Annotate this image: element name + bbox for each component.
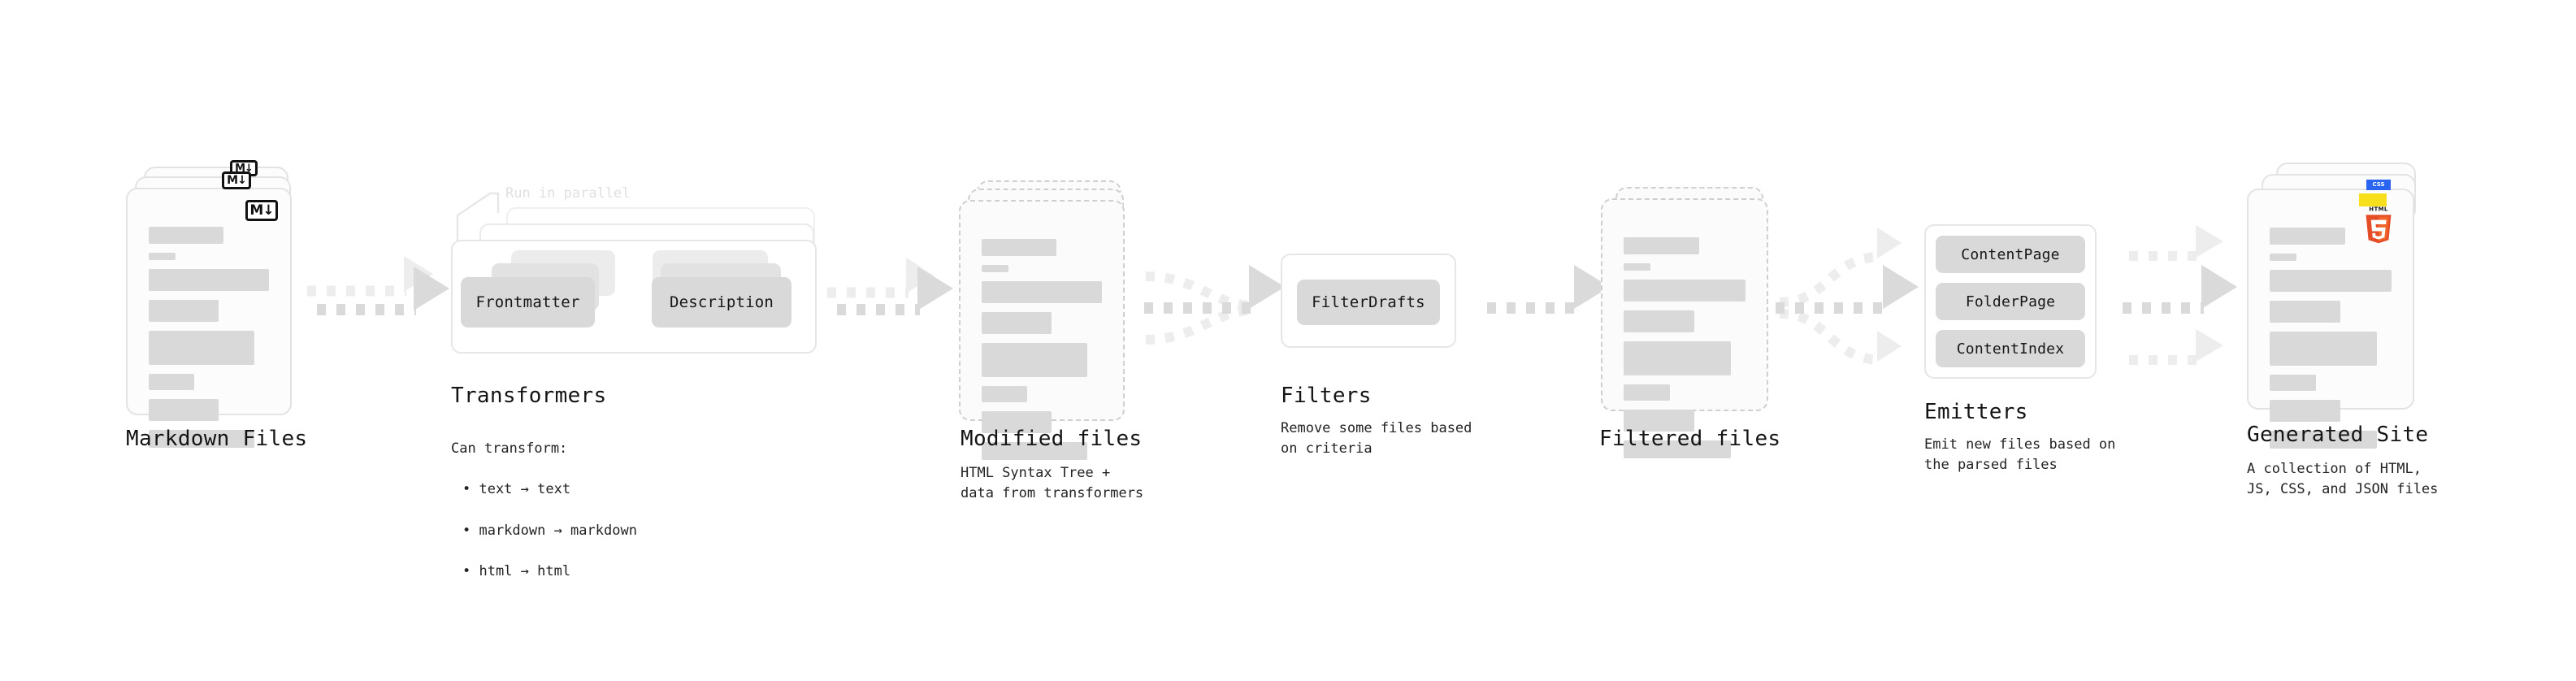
transformers-bullet: • markdown → markdown: [462, 522, 637, 539]
content-bar: [982, 386, 1028, 402]
content-bar: [149, 374, 195, 390]
modified-card-content: [982, 239, 1102, 469]
arrow-markdown-to-transformers: [307, 256, 449, 315]
stage-markdown-files: M↓ M↓ M↓: [126, 160, 301, 448]
content-bar: [2270, 270, 2392, 292]
content-bar: [2270, 254, 2296, 261]
caption-emitters: Emitters: [1924, 400, 2028, 424]
content-bar: [982, 312, 1052, 334]
html5-badge-svg: HTML: [2366, 206, 2392, 244]
css-badge-label: CSS: [2372, 181, 2385, 188]
caption-transformers: Transformers: [451, 384, 607, 408]
filter-pill-filterdrafts[interactable]: FilterDrafts: [1297, 280, 1440, 325]
css-badge: CSS: [2366, 180, 2391, 190]
transformer-pill-description[interactable]: Description: [652, 277, 791, 327]
annotation-run-in-parallel: Run in parallel: [505, 185, 631, 202]
transformers-sub-line: Can transform:: [451, 440, 568, 458]
content-bar: [1624, 310, 1694, 332]
markdown-badge-label: M↓: [235, 162, 254, 175]
markdown-badge-label: M↓: [227, 174, 247, 187]
content-bar: [2270, 228, 2345, 245]
caption-markdown-files: Markdown Files: [126, 427, 308, 451]
stage-filtered-files: [1601, 187, 1776, 458]
stage-generated-site: CSS HTML: [2247, 163, 2422, 449]
content-bar: [2270, 301, 2340, 323]
emitter-pill-contentindex[interactable]: ContentIndex: [1936, 330, 2085, 367]
transformer-pill-description-label: Description: [669, 293, 774, 311]
content-bar: [149, 300, 219, 322]
content-bar: [982, 343, 1088, 377]
transformers-bullet: • html → html: [462, 563, 571, 580]
modified-card-front[interactable]: [959, 200, 1125, 460]
filtered-card-content: [1624, 237, 1746, 467]
stage-modified-files: [959, 180, 1134, 460]
site-card-front[interactable]: [2247, 189, 2414, 449]
content-bar: [1624, 410, 1694, 432]
markdown-badge: M↓: [245, 200, 278, 221]
content-bar: [149, 269, 269, 291]
transformer-pill-frontmatter[interactable]: Frontmatter: [461, 277, 595, 327]
arrow-transformers-to-modified: [827, 258, 953, 315]
emitter-pill-folderpage[interactable]: FolderPage: [1936, 283, 2085, 320]
arrow-filtered-to-emitters: [1776, 228, 1919, 365]
subtitle-emitters: Emit new files based on the parsed files: [1924, 436, 2116, 474]
arrow-filters-to-filtered: [1487, 265, 1610, 314]
content-bar: [2270, 375, 2316, 391]
content-bar: [1624, 341, 1731, 375]
content-bar: [1624, 440, 1731, 458]
site-card-content: [2270, 228, 2392, 458]
content-bar: [2270, 332, 2377, 366]
subtitle-modified-files: HTML Syntax Tree + data from transformer…: [961, 465, 1144, 502]
content-bar: [149, 253, 176, 260]
transformer-pill-frontmatter-label: Frontmatter: [475, 293, 580, 311]
emitter-pill-contentpage[interactable]: ContentPage: [1936, 236, 2085, 273]
arrow-modified-to-filters: [1144, 265, 1285, 345]
transformers-bullet: • text → text: [462, 481, 571, 498]
svg-text:HTML: HTML: [2369, 206, 2388, 213]
content-bar: [1624, 280, 1746, 301]
content-bar: [982, 442, 1088, 460]
emitter-pill-contentpage-label: ContentPage: [1961, 245, 2060, 263]
content-bar: [2270, 400, 2340, 422]
content-bar: [1624, 237, 1699, 254]
content-bar: [2270, 431, 2377, 449]
content-bar: [149, 399, 219, 421]
content-bar: [1624, 384, 1670, 401]
js-badge: [2359, 193, 2387, 206]
arrow-emitters-to-site: [2123, 225, 2237, 365]
content-bar: [982, 265, 1008, 272]
filtered-card-front[interactable]: [1601, 198, 1768, 458]
subtitle-generated-site: A collection of HTML, JS, CSS, and JSON …: [2247, 461, 2439, 498]
content-bar: [982, 411, 1052, 433]
filter-pill-filterdrafts-label: FilterDrafts: [1312, 293, 1425, 311]
content-bar: [149, 430, 255, 448]
content-bar: [149, 227, 223, 244]
caption-modified-files: Modified files: [961, 427, 1143, 451]
caption-generated-site: Generated Site: [2247, 423, 2429, 447]
markdown-card-front[interactable]: [126, 188, 292, 448]
subtitle-transformers: Can transform: • text → text • markdown …: [451, 419, 637, 602]
markdown-badge-back-1: M↓: [222, 171, 251, 189]
emitter-pill-contentindex-label: ContentIndex: [1956, 340, 2065, 358]
content-bar: [982, 239, 1056, 256]
subtitle-filters: Remove some files based on criteria: [1281, 420, 1472, 458]
emitter-pill-folderpage-label: FolderPage: [1965, 293, 2056, 310]
content-bar: [982, 281, 1102, 303]
caption-filtered-files: Filtered files: [1599, 427, 1781, 451]
markdown-card-content: [149, 227, 269, 457]
content-bar: [1624, 263, 1650, 271]
html5-badge: HTML: [2361, 205, 2396, 244]
content-bar: [149, 331, 255, 365]
caption-filters: Filters: [1281, 384, 1372, 408]
markdown-badge-label: M↓: [249, 202, 274, 219]
